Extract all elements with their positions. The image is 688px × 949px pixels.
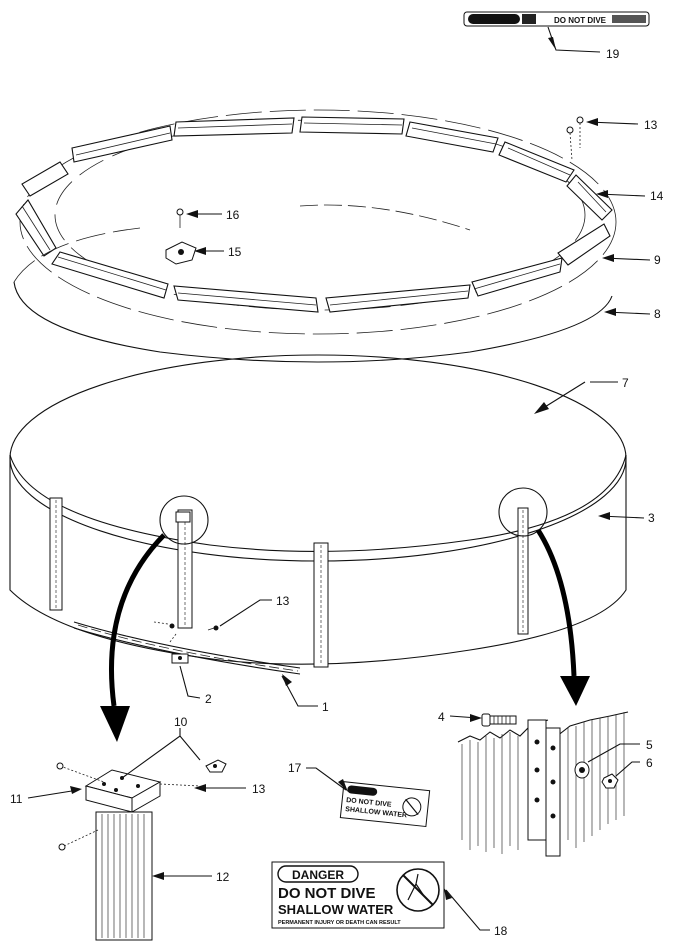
arrow-right-detail xyxy=(535,528,590,706)
label-12: 12 xyxy=(216,870,230,884)
label-6: 6 xyxy=(646,756,653,770)
screw-16 xyxy=(176,208,184,228)
label-19: 19 xyxy=(606,47,620,61)
sign18-line2: SHALLOW WATER xyxy=(278,902,394,917)
label-10: 10 xyxy=(174,715,188,729)
label-5: 5 xyxy=(646,738,653,752)
top-ledge-ring xyxy=(15,109,617,335)
detail-upright-12 xyxy=(58,811,153,941)
label-14: 14 xyxy=(650,189,664,203)
label-7: 7 xyxy=(622,376,629,390)
upright-left xyxy=(49,497,63,611)
label-16: 16 xyxy=(226,208,240,222)
sign17-line1: DO NOT DIVE xyxy=(346,797,392,809)
danger-sign-17: DANGER DO NOT DIVE SHALLOW WATER xyxy=(339,781,431,828)
washer-5 xyxy=(574,761,590,779)
detail-wall-joint xyxy=(457,711,629,857)
label-9: 9 xyxy=(654,253,661,267)
danger-strip-19: DANGER DO NOT DIVE xyxy=(463,11,650,27)
screws-13-middle xyxy=(153,621,219,643)
detail-circle-right xyxy=(498,487,548,537)
bottom-rail-1 xyxy=(73,621,301,669)
detail-top-plate xyxy=(56,762,201,813)
screws-13-top xyxy=(566,116,584,161)
clip-10 xyxy=(205,759,227,773)
label-13-middle: 13 xyxy=(276,594,290,608)
nut-6 xyxy=(601,773,619,789)
label-1: 1 xyxy=(322,700,329,714)
label-13-top: 13 xyxy=(644,118,658,132)
top-rail-8 xyxy=(13,281,613,363)
upright-right xyxy=(517,507,529,635)
danger-sign-18: DANGER DO NOT DIVE SHALLOW WATER PERMANE… xyxy=(271,861,445,929)
clip-15 xyxy=(165,241,197,265)
upright-center-left xyxy=(177,509,193,629)
label-3: 3 xyxy=(648,511,655,525)
bolt-4 xyxy=(481,713,517,727)
strip-text: DO NOT DIVE xyxy=(554,16,607,25)
label-4: 4 xyxy=(438,710,445,724)
detail-circle-left xyxy=(159,495,209,545)
sign18-line1: DO NOT DIVE xyxy=(278,885,376,902)
bottom-plate-2 xyxy=(171,653,189,664)
label-2: 2 xyxy=(205,692,212,706)
label-8: 8 xyxy=(654,307,661,321)
label-18: 18 xyxy=(494,924,508,938)
sign18-line3: PERMANENT INJURY OR DEATH CAN RESULT xyxy=(278,920,401,926)
upright-center xyxy=(313,542,329,668)
arrow-left-detail xyxy=(100,533,166,742)
label-17: 17 xyxy=(288,761,302,775)
sign17-badge: DANGER xyxy=(350,787,374,795)
label-15: 15 xyxy=(228,245,242,259)
label-11: 11 xyxy=(10,792,23,806)
label-13-detail: 13 xyxy=(252,782,266,796)
sign18-badge: DANGER xyxy=(292,868,344,882)
strip-badge: DANGER xyxy=(479,17,509,24)
